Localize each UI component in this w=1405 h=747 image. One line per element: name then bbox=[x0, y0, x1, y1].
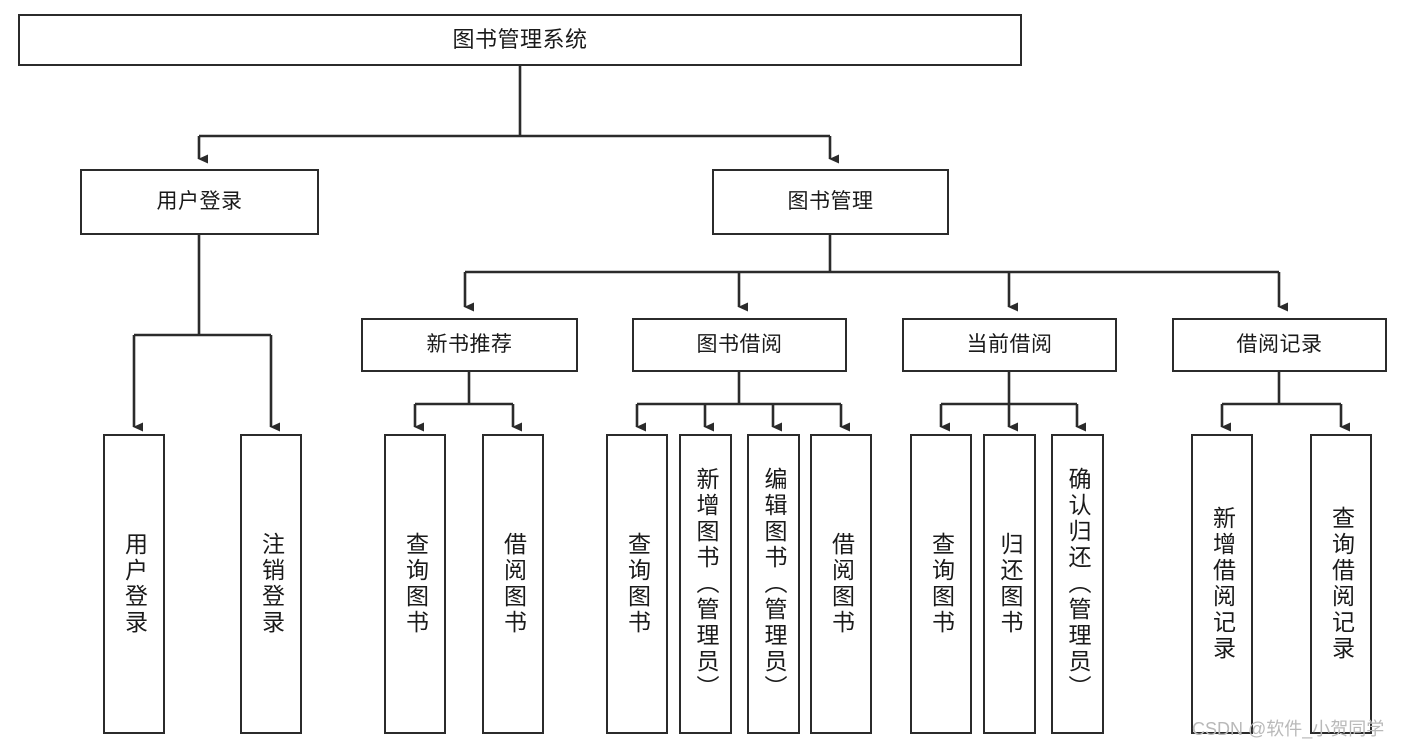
node-leaf-query-book-1[interactable]: 查询图书 bbox=[384, 434, 446, 734]
node-label: 查询图书 bbox=[402, 532, 429, 636]
node-label: 确认归还（管理员） bbox=[1065, 467, 1091, 701]
node-leaf-query-book-2[interactable]: 查询图书 bbox=[606, 434, 668, 734]
node-label: 借阅图书 bbox=[500, 532, 527, 636]
node-label: 新增图书（管理员） bbox=[693, 467, 719, 701]
node-leaf-add-borrow-record[interactable]: 新增借阅记录 bbox=[1191, 434, 1253, 734]
node-leaf-query-borrow-record[interactable]: 查询借阅记录 bbox=[1310, 434, 1372, 734]
node-book-manage[interactable]: 图书管理 bbox=[712, 169, 949, 235]
csdn-watermark: CSDN @软件_小贺同学 bbox=[1192, 719, 1385, 739]
node-book-borrow[interactable]: 图书借阅 bbox=[632, 318, 847, 372]
node-label: 新增借阅记录 bbox=[1209, 506, 1236, 662]
node-label: 图书借阅 bbox=[696, 332, 783, 356]
node-label: 注销登录 bbox=[258, 532, 285, 636]
node-label: 查询借阅记录 bbox=[1328, 506, 1355, 662]
node-leaf-borrow-book-1[interactable]: 借阅图书 bbox=[482, 434, 544, 734]
node-label: 编辑图书（管理员） bbox=[761, 467, 787, 701]
node-label: 归还图书 bbox=[997, 532, 1023, 636]
node-label: 查询图书 bbox=[624, 532, 651, 636]
node-label: 图书管理 bbox=[787, 189, 874, 213]
node-leaf-return-book[interactable]: 归还图书 bbox=[983, 434, 1036, 734]
node-label: 当前借阅 bbox=[966, 332, 1053, 356]
node-label: 用户登录 bbox=[121, 532, 148, 636]
node-label: 借阅记录 bbox=[1236, 332, 1323, 356]
node-label: 借阅图书 bbox=[828, 532, 855, 636]
node-leaf-confirm-return[interactable]: 确认归还（管理员） bbox=[1051, 434, 1104, 734]
node-borrow-record[interactable]: 借阅记录 bbox=[1172, 318, 1387, 372]
node-leaf-borrow-book-2[interactable]: 借阅图书 bbox=[810, 434, 872, 734]
node-user-login[interactable]: 用户登录 bbox=[80, 169, 319, 235]
node-leaf-edit-book[interactable]: 编辑图书（管理员） bbox=[747, 434, 800, 734]
node-root-book-management-system[interactable]: 图书管理系统 bbox=[18, 14, 1022, 66]
node-leaf-user-login[interactable]: 用户登录 bbox=[103, 434, 165, 734]
node-leaf-logout-login[interactable]: 注销登录 bbox=[240, 434, 302, 734]
node-current-borrow[interactable]: 当前借阅 bbox=[902, 318, 1117, 372]
node-label: 图书管理系统 bbox=[452, 27, 588, 53]
node-leaf-query-book-3[interactable]: 查询图书 bbox=[910, 434, 972, 734]
node-label: 新书推荐 bbox=[426, 332, 513, 356]
node-label: 查询图书 bbox=[928, 532, 955, 636]
node-label: 用户登录 bbox=[156, 189, 243, 213]
node-leaf-add-book[interactable]: 新增图书（管理员） bbox=[679, 434, 732, 734]
node-new-book-recommend[interactable]: 新书推荐 bbox=[361, 318, 578, 372]
